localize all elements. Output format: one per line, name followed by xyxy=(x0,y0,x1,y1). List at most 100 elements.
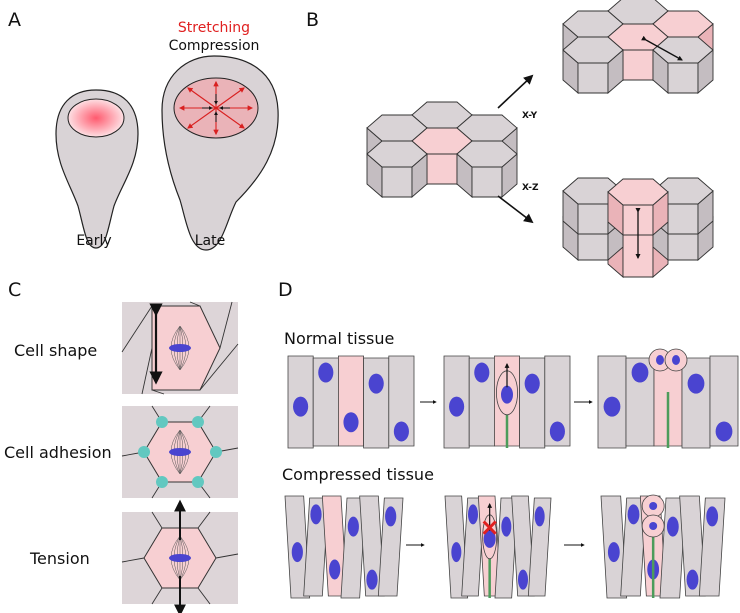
nucleus xyxy=(474,362,490,383)
legend-stretching: Stretching xyxy=(178,20,250,36)
adhesion-junction xyxy=(156,416,168,428)
nucleus xyxy=(293,396,309,417)
prism-front xyxy=(577,203,609,235)
nucleus xyxy=(656,355,664,365)
nucleus xyxy=(706,506,719,527)
column-cell xyxy=(620,497,647,597)
nucleus xyxy=(449,396,465,417)
nucleus xyxy=(483,529,496,548)
cell-border xyxy=(151,511,163,529)
adhesion-junction xyxy=(192,476,204,488)
nucleus xyxy=(385,506,397,527)
nucleus xyxy=(672,355,680,365)
cell-top xyxy=(366,140,428,168)
cell-border xyxy=(121,557,145,563)
prism-front xyxy=(622,49,654,81)
chromosomes xyxy=(169,448,191,456)
nucleus xyxy=(715,421,733,442)
column-cell xyxy=(377,497,404,597)
cell-top xyxy=(456,140,518,168)
label-late: Late xyxy=(195,233,225,249)
row-cell-shape: Cell shape xyxy=(14,341,97,360)
nucleus xyxy=(631,362,649,383)
cell-border xyxy=(197,511,211,529)
nucleus xyxy=(501,516,512,537)
direction-xy-label: X-Y xyxy=(522,111,538,121)
nucleus xyxy=(524,373,540,394)
cell-border xyxy=(199,343,239,391)
cell-border xyxy=(219,301,233,349)
nucleus xyxy=(318,362,334,383)
cell-shape-diagram xyxy=(121,301,239,395)
nucleus xyxy=(347,516,359,537)
panel-b: B X-Y X-Z xyxy=(306,0,714,278)
epithelium-xy-division xyxy=(562,0,714,94)
nucleus xyxy=(666,516,679,537)
nucleus xyxy=(291,542,303,563)
nucleus xyxy=(501,385,513,404)
compression-arrows xyxy=(202,94,230,122)
tissue-sequences xyxy=(284,348,739,599)
direction-xz-label: X-Z xyxy=(522,183,539,193)
cell-top xyxy=(562,36,624,64)
nucleus xyxy=(687,373,705,394)
nucleus xyxy=(627,504,640,525)
prism-front xyxy=(667,229,699,261)
nucleus xyxy=(649,502,658,510)
column-cell xyxy=(681,357,711,449)
epithelium-sheet xyxy=(366,101,518,198)
column-cell xyxy=(363,357,390,449)
prism-front xyxy=(577,62,609,94)
adhesion-junction xyxy=(210,446,222,458)
column-cell xyxy=(709,355,739,447)
cell-border xyxy=(197,587,211,605)
legend-compression: Compression xyxy=(169,38,260,54)
adhesion-junction xyxy=(192,416,204,428)
chromosomes xyxy=(169,344,191,352)
panel-a: A Stretching Compression Early Late xyxy=(8,9,279,251)
tension-diagram xyxy=(121,499,239,613)
nucleus xyxy=(343,412,359,433)
adhesion-junction xyxy=(138,446,150,458)
tissue-block xyxy=(284,495,404,599)
pink-cell-top xyxy=(607,178,669,206)
nucleus xyxy=(329,559,341,580)
nucleus xyxy=(368,373,384,394)
nucleus xyxy=(393,421,409,442)
prism-front xyxy=(667,62,699,94)
panel-d-letter: D xyxy=(278,279,293,301)
nucleus xyxy=(549,421,565,442)
column-cell xyxy=(544,355,571,447)
column-cell xyxy=(527,497,552,597)
column-cell xyxy=(388,355,415,447)
panel-d: D Normal tissue Compressed tissue xyxy=(278,279,739,599)
nucleus xyxy=(649,522,658,530)
early-pouch xyxy=(67,98,125,138)
cell-border xyxy=(215,553,239,559)
nucleus xyxy=(366,569,378,590)
stretch-arrows xyxy=(178,80,254,136)
prism-front xyxy=(471,166,503,198)
cell-adhesion-diagram xyxy=(121,405,239,499)
nucleus xyxy=(451,542,462,563)
nucleus xyxy=(468,504,478,525)
xy-spindle-arrow xyxy=(641,35,683,61)
tissue-block xyxy=(287,355,415,449)
nucleus xyxy=(607,542,620,563)
label-early: Early xyxy=(76,233,111,249)
normal-tissue-title: Normal tissue xyxy=(284,329,394,348)
nucleus xyxy=(603,396,621,417)
cell-border xyxy=(151,389,165,395)
cell-border xyxy=(151,587,163,605)
panel-b-letter: B xyxy=(306,9,319,31)
pink-column-cell xyxy=(338,355,364,447)
column-cell xyxy=(519,357,546,449)
panel-a-letter: A xyxy=(8,9,21,31)
column-cell xyxy=(698,497,726,597)
chromosomes xyxy=(169,554,191,562)
compressed-tissue-title: Compressed tissue xyxy=(282,465,434,484)
arrow-to-xy xyxy=(497,74,534,109)
tissue-block xyxy=(600,494,726,599)
sequence-arrows xyxy=(406,400,593,547)
